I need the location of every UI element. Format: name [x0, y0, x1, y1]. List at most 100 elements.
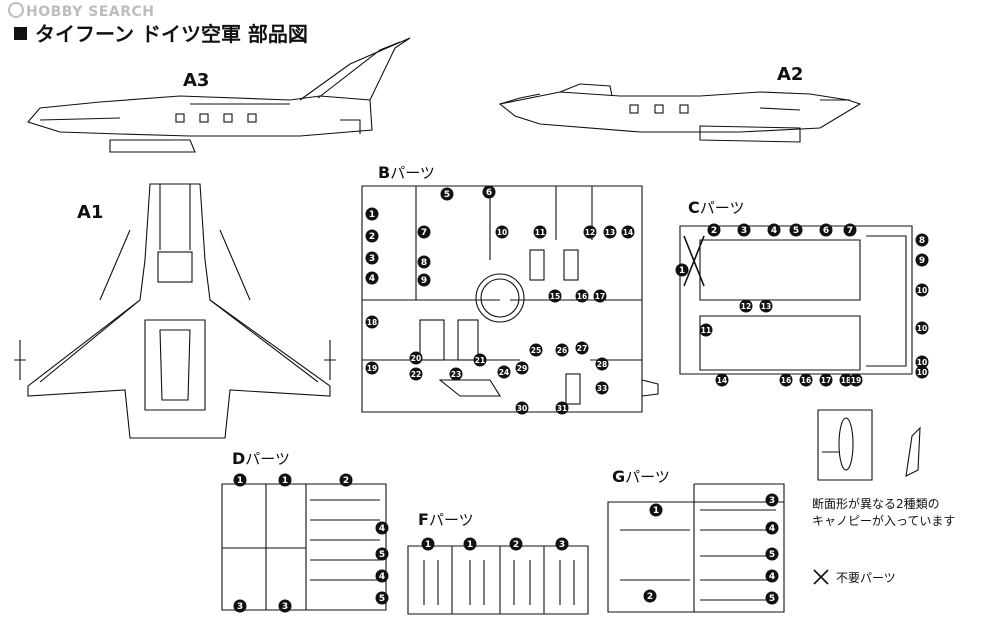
- part-number-badge: [819, 223, 833, 237]
- part-number-text: 16: [801, 376, 811, 385]
- part-number-text: 5: [379, 550, 385, 560]
- part-number-badge: [555, 401, 569, 415]
- x-mark-icon: [813, 569, 829, 585]
- part-number-badge: [915, 253, 929, 267]
- part-number-text: 2: [343, 476, 349, 486]
- part-number-badge: [789, 223, 803, 237]
- part-number-text: 11: [701, 326, 711, 335]
- part-number-text: 20: [411, 354, 421, 363]
- part-number-badge: [555, 537, 569, 551]
- part-number-badge: [365, 315, 379, 329]
- part-number-badge: [839, 373, 853, 387]
- part-number-badge: [555, 343, 569, 357]
- part-number-text: 6: [823, 226, 829, 236]
- part-number-badge: [915, 355, 929, 369]
- page-title: タイフーン ドイツ空軍 部品図: [14, 18, 308, 47]
- part-number-badge: [765, 591, 779, 605]
- canopy-note-line2: キャノピーが入っています: [812, 514, 956, 528]
- part-number-badge: [767, 223, 781, 237]
- sprue-d-suffix: パーツ: [245, 450, 290, 468]
- part-number-badge: [515, 401, 529, 415]
- part-number-text: 4: [369, 274, 375, 284]
- part-number-badge: [375, 591, 389, 605]
- sprue-b-heading: Bパーツ: [378, 162, 435, 183]
- part-number-text: 13: [605, 228, 615, 237]
- part-number-text: 1: [653, 506, 659, 516]
- part-number-text: 14: [717, 376, 727, 385]
- part-number-badge: [482, 185, 496, 199]
- part-number-badge: [278, 473, 292, 487]
- part-number-text: 19: [851, 376, 861, 385]
- part-number-badge: [417, 225, 431, 239]
- sprue-f-suffix: パーツ: [428, 511, 474, 529]
- part-number-text: 9: [919, 256, 925, 266]
- part-number-text: 22: [411, 370, 421, 379]
- part-number-text: 5: [769, 594, 775, 604]
- part-number-badge: [765, 493, 779, 507]
- part-number-text: 26: [557, 346, 567, 355]
- part-number-text: 2: [711, 226, 717, 236]
- part-number-text: 17: [595, 292, 605, 301]
- part-number-text: 14: [623, 228, 633, 237]
- part-number-text: 8: [421, 258, 427, 268]
- part-label-a2: A2: [777, 64, 804, 85]
- part-number-badge: [765, 521, 779, 535]
- square-bullet-icon: [14, 27, 27, 40]
- part-number-text: 3: [741, 226, 747, 236]
- part-number-badge: [779, 373, 793, 387]
- part-number-badge: [765, 547, 779, 561]
- sprue-d-heading: Dパーツ: [232, 448, 290, 469]
- part-number-badge: [593, 289, 607, 303]
- part-number-badge: [759, 299, 773, 313]
- part-number-badge: [699, 323, 713, 337]
- part-number-text: 21: [475, 356, 485, 365]
- part-a1-wing-drawing: [14, 183, 336, 439]
- part-number-text: 10: [917, 286, 927, 295]
- sprue-f-heading: Fパーツ: [418, 509, 474, 530]
- part-number-text: 13: [761, 302, 771, 311]
- part-number-text: 2: [369, 232, 375, 242]
- part-number-badge: [707, 223, 721, 237]
- sprue-g-suffix: パーツ: [625, 468, 670, 486]
- part-number-badge: [621, 225, 635, 239]
- part-number-badge: [548, 289, 562, 303]
- part-number-text: 7: [847, 226, 853, 236]
- part-number-badge: [409, 351, 423, 365]
- part-number-badge: [365, 251, 379, 265]
- part-number-text: 33: [597, 384, 607, 393]
- part-number-text: 24: [499, 368, 509, 377]
- canopy-inset-drawing: [817, 409, 921, 481]
- watermark-text: HOBBY SEARCH: [26, 4, 155, 20]
- part-number-text: 2: [647, 592, 653, 602]
- part-number-text: 28: [597, 360, 607, 369]
- sprue-c-drawing: [679, 225, 913, 375]
- part-number-badge: [233, 599, 247, 613]
- part-number-badge: [583, 225, 597, 239]
- part-number-badge: [278, 599, 292, 613]
- part-number-badge: [595, 357, 609, 371]
- part-number-badge: [417, 255, 431, 269]
- canopy-note: 断面形が異なる2種類の キャノピーが入っています: [812, 496, 955, 530]
- part-number-badge: [365, 361, 379, 375]
- part-number-badge: [509, 537, 523, 551]
- page-title-text: タイフーン ドイツ空軍 部品図: [35, 22, 308, 46]
- part-number-badge: [417, 273, 431, 287]
- part-number-text: 29: [517, 364, 527, 373]
- part-number-badge: [915, 283, 929, 297]
- part-number-badge: [365, 229, 379, 243]
- canopy-note-line1: 断面形が異なる2種類の: [812, 497, 940, 511]
- sprue-d-drawing: [221, 483, 387, 611]
- part-number-badge: [365, 207, 379, 221]
- part-number-badge: [421, 537, 435, 551]
- part-number-text: 3: [369, 254, 375, 264]
- part-number-badge: [375, 521, 389, 535]
- sprue-g-letter: G: [612, 467, 626, 486]
- part-number-text: 1: [425, 540, 431, 550]
- part-number-badge: [603, 225, 617, 239]
- part-number-badge: [915, 321, 929, 335]
- part-number-badge: [440, 187, 454, 201]
- part-number-badge: [737, 223, 751, 237]
- part-number-badge: [495, 225, 509, 239]
- part-number-text: 6: [486, 188, 492, 198]
